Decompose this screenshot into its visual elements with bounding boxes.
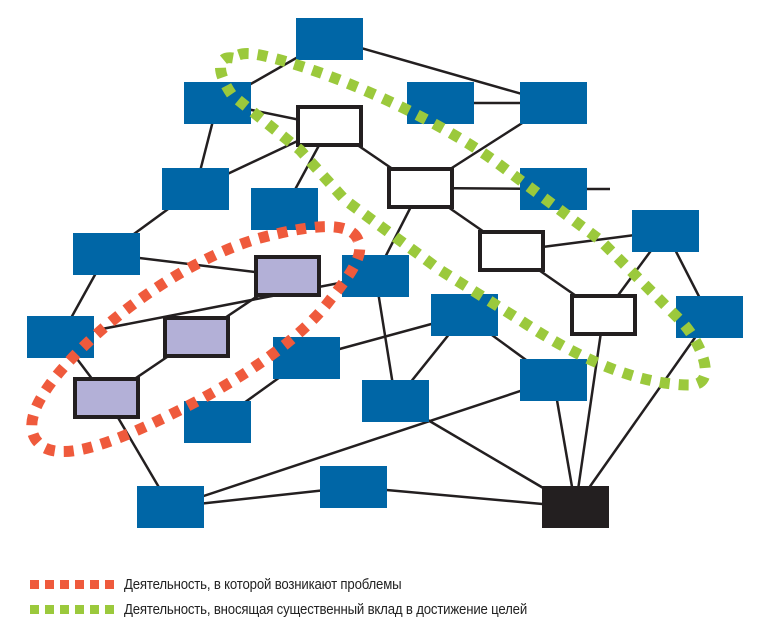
contribution-loop: [215, 48, 711, 391]
legend-label-problem: Деятельность, в которой возникают пробле…: [124, 576, 402, 593]
edge-B1-B4: [329, 37, 554, 105]
highlight-loops: [26, 48, 711, 457]
edge-B19-B15: [170, 378, 554, 509]
activity-node-B19: [137, 486, 204, 528]
activity-node-B1: [296, 18, 363, 60]
legend-item-contribution: Деятельность, вносящая существенный вкла…: [30, 597, 582, 622]
activity-node-B16: [362, 380, 429, 422]
contributing-node-W4: [570, 294, 637, 336]
activity-node-B11: [27, 316, 94, 358]
problem-swatch-icon: [30, 580, 114, 589]
activity-node-B8: [73, 233, 140, 275]
edge-B13-K1: [574, 316, 711, 508]
contribution-swatch-icon: [30, 605, 114, 614]
activity-network-diagram: [26, 18, 743, 528]
edge-B18-K1: [353, 485, 576, 509]
activity-node-B9: [632, 210, 699, 252]
legend: Деятельность, в которой возникают пробле…: [30, 572, 582, 622]
problem-node-L2: [163, 316, 230, 358]
edge-B15-K1: [552, 379, 577, 508]
edge-W4-K1: [574, 314, 605, 508]
activity-node-B5: [162, 168, 229, 210]
goal-node-K1: [542, 486, 609, 528]
contributing-node-W3: [478, 230, 545, 272]
activity-node-B18: [320, 466, 387, 508]
edge-B11-B10: [60, 274, 376, 339]
problem-node-L1: [254, 255, 321, 297]
contributing-node-W1: [296, 105, 363, 147]
activity-node-B12: [431, 294, 498, 336]
legend-label-contribution: Деятельность, вносящая существенный вкла…: [124, 601, 528, 618]
contributing-node-W2: [387, 167, 454, 209]
legend-item-problem: Деятельность, в которой возникают пробле…: [30, 572, 582, 597]
activity-node-B6: [251, 188, 318, 230]
nodes: [27, 18, 743, 528]
activity-node-B4: [520, 82, 587, 124]
activity-node-B15: [520, 359, 587, 401]
problem-node-L3: [73, 377, 140, 419]
